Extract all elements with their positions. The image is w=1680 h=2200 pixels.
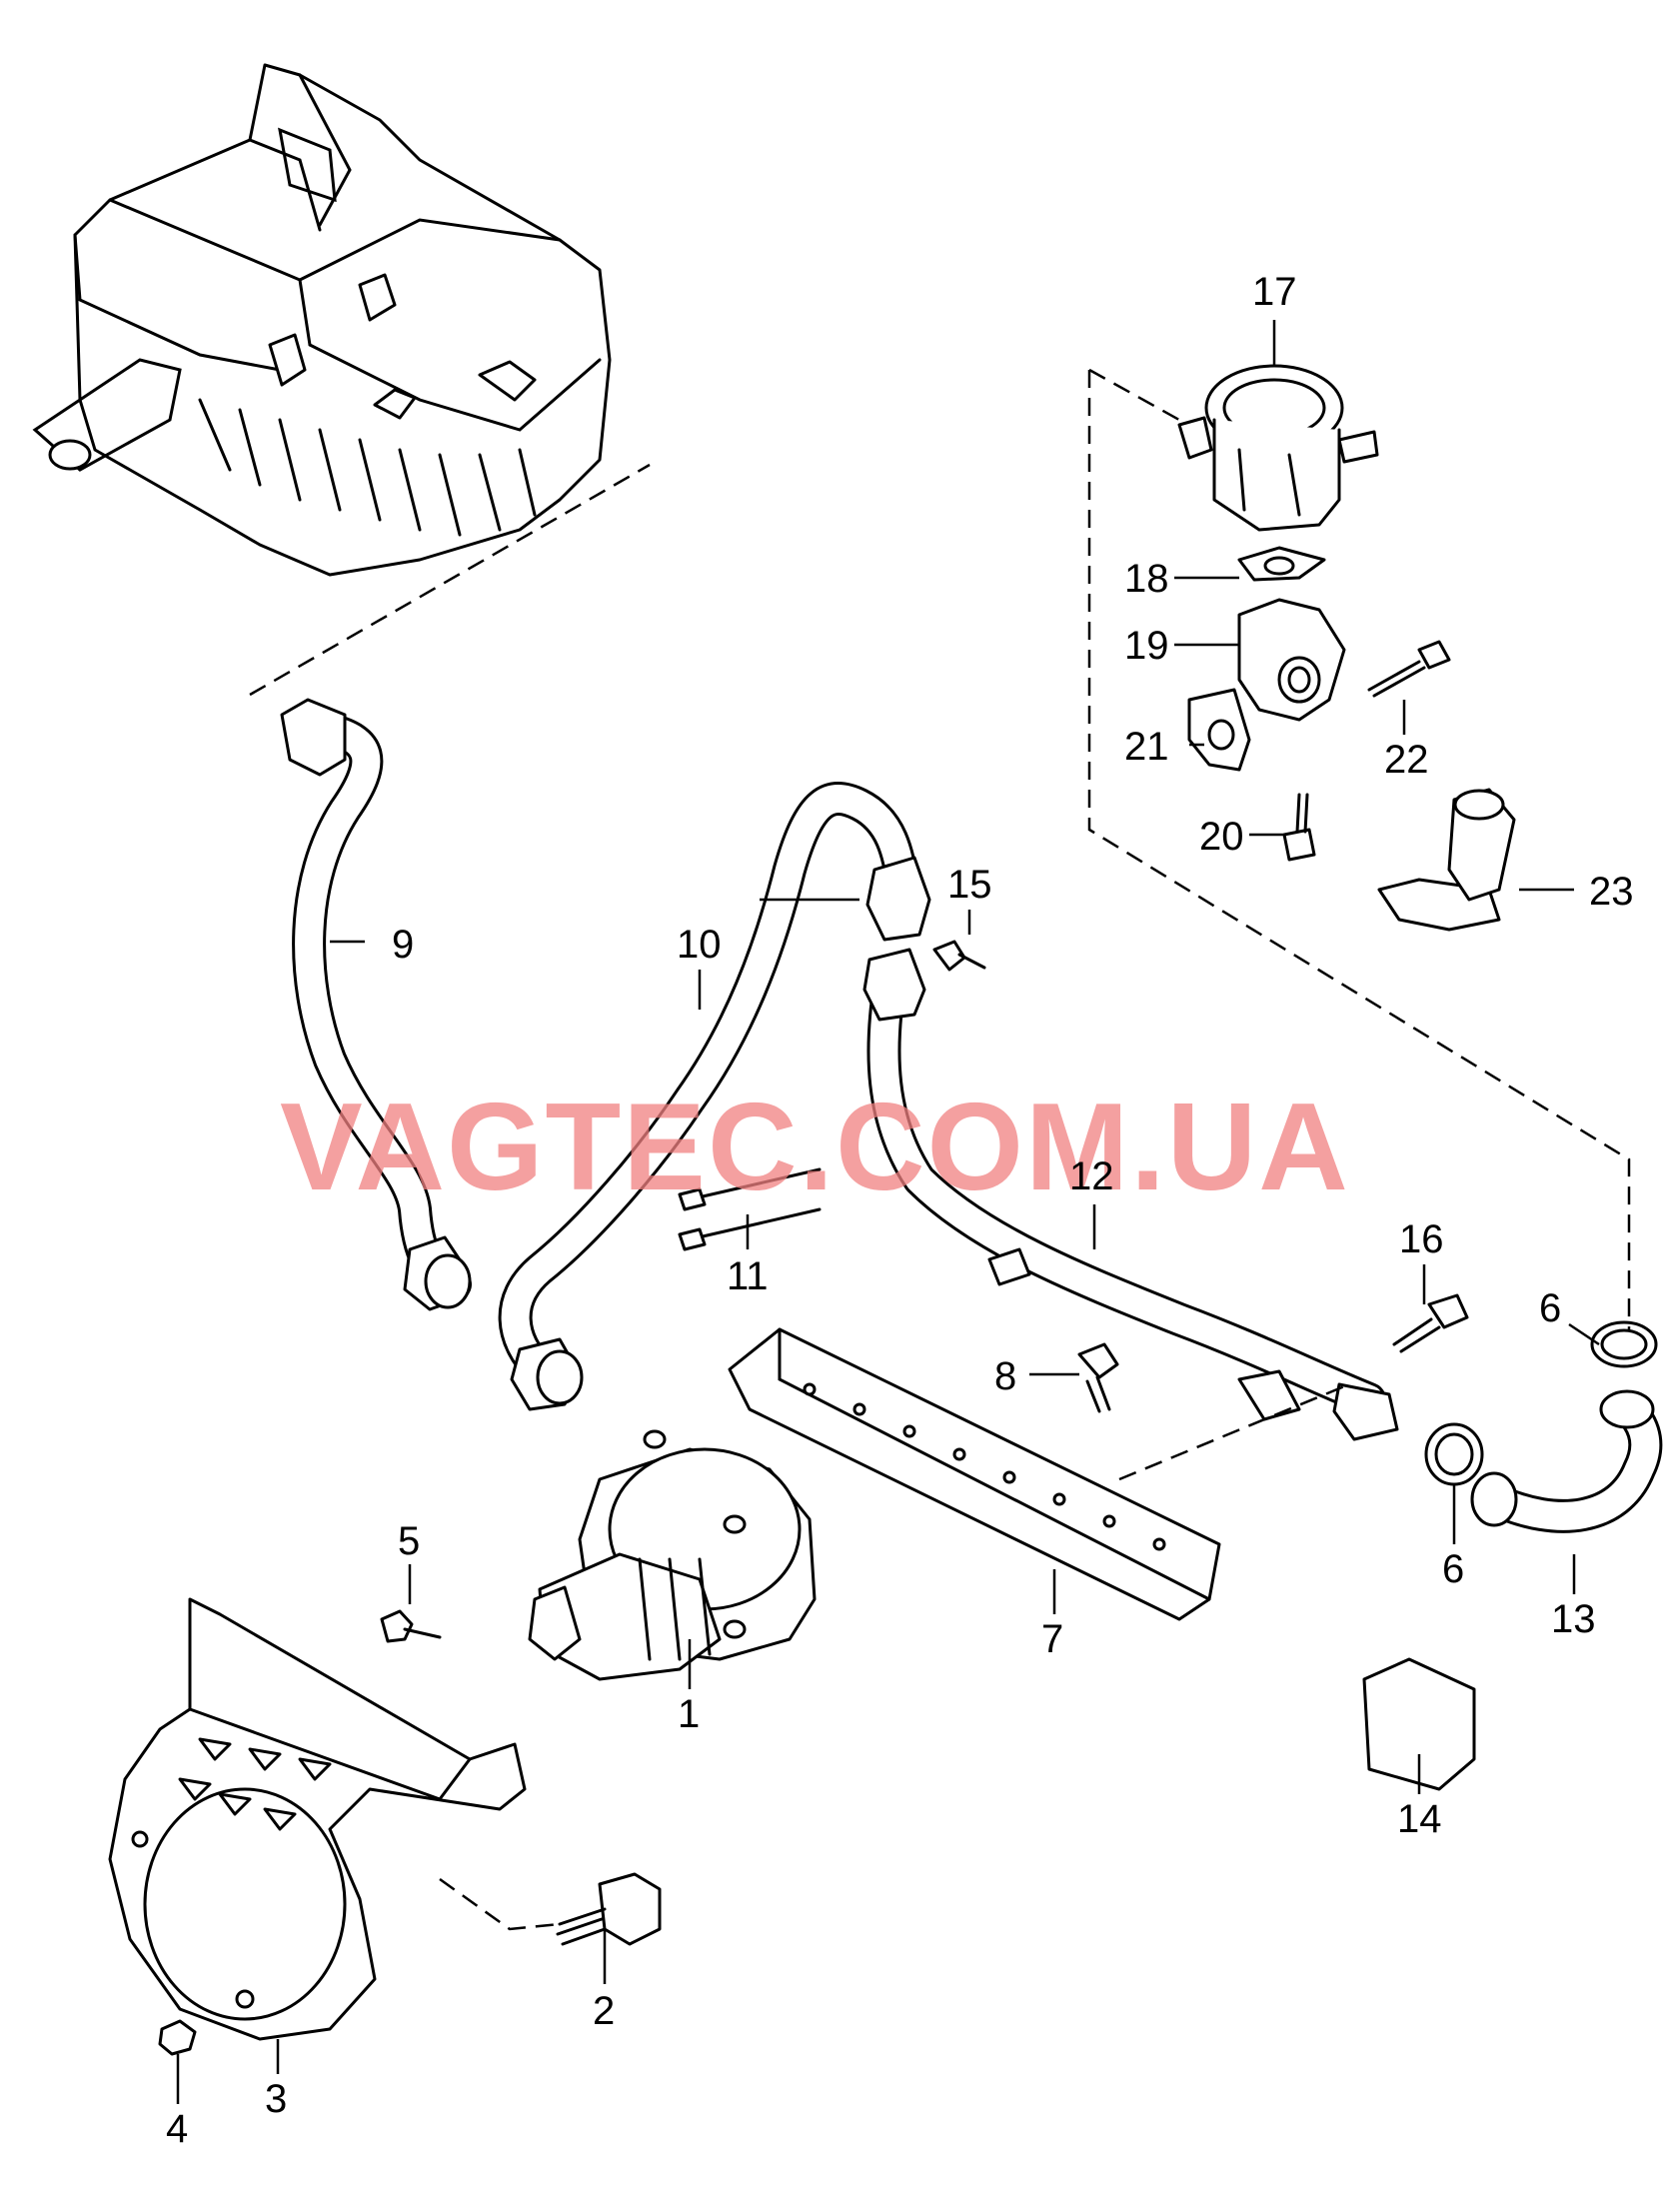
callout-17: 17 xyxy=(1252,270,1297,314)
clamp-6-upper xyxy=(1590,1320,1658,1368)
air-filter-housing xyxy=(32,63,612,577)
callout-15: 15 xyxy=(947,863,992,907)
leader-lines xyxy=(176,320,1600,2104)
combination-valve-17 xyxy=(1177,364,1379,532)
bolt-15 xyxy=(932,940,986,972)
bolt-20 xyxy=(1282,793,1316,862)
callout-1: 1 xyxy=(678,1692,700,1736)
callout-18: 18 xyxy=(1124,557,1169,601)
callout-3: 3 xyxy=(265,2077,287,2121)
callout-labels: 1 2 3 4 5 6 6 7 8 9 10 11 12 13 14 15 16… xyxy=(166,270,1634,2151)
nut-4 xyxy=(158,2019,197,2056)
callout-22: 22 xyxy=(1384,738,1429,782)
hose-10 xyxy=(498,782,931,1411)
callout-19: 19 xyxy=(1124,624,1169,668)
screw-2 xyxy=(556,1872,662,1946)
callout-7: 7 xyxy=(1041,1617,1063,1661)
callout-4: 4 xyxy=(166,2107,188,2151)
callout-10: 10 xyxy=(677,923,722,967)
rail-7 xyxy=(728,1327,1221,1621)
clamp-6-lower xyxy=(1424,1422,1484,1486)
assembly-boundary xyxy=(249,368,1631,1931)
callout-2: 2 xyxy=(593,1989,615,2033)
callout-14: 14 xyxy=(1397,1797,1442,1841)
gasket-21 xyxy=(1187,688,1251,772)
callout-16: 16 xyxy=(1399,1217,1444,1261)
callout-11: 11 xyxy=(727,1254,769,1298)
pump-bracket xyxy=(108,1597,527,2041)
callout-20: 20 xyxy=(1199,815,1244,859)
secondary-air-pump xyxy=(528,1429,817,1681)
gasket-18 xyxy=(1237,546,1326,582)
cable-ties-11 xyxy=(678,1167,822,1251)
screw-16 xyxy=(1392,1293,1469,1353)
bolt-22 xyxy=(1367,640,1451,698)
callout-13: 13 xyxy=(1551,1597,1596,1641)
callout-9: 9 xyxy=(392,923,414,967)
watermark: VAGTEC.COM.UA xyxy=(280,1079,1350,1216)
callout-5: 5 xyxy=(398,1519,420,1563)
hose-12 xyxy=(862,948,1399,1441)
elbow-hose-13 xyxy=(1470,1389,1663,1533)
callout-6-lower: 6 xyxy=(1442,1547,1464,1591)
bracket-23 xyxy=(1377,788,1516,932)
hose-9 xyxy=(280,698,472,1311)
callout-8: 8 xyxy=(994,1354,1016,1398)
callout-6-upper: 6 xyxy=(1539,1286,1561,1330)
callout-12: 12 xyxy=(1069,1154,1114,1198)
fastener-5 xyxy=(380,1609,442,1643)
shield-14 xyxy=(1362,1657,1476,1791)
flange-19 xyxy=(1237,598,1346,722)
callout-23: 23 xyxy=(1589,870,1634,914)
callout-21: 21 xyxy=(1124,725,1169,769)
screw-8 xyxy=(1077,1342,1119,1413)
